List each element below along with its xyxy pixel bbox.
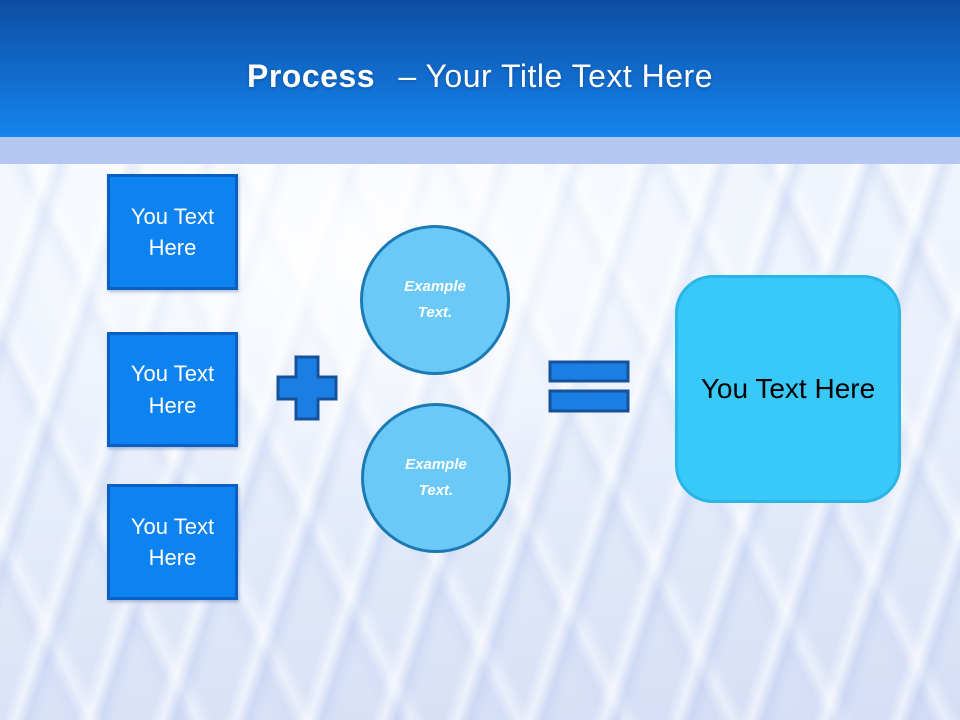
plus-icon <box>276 355 338 421</box>
slide-header: Process – Your Title Text Here <box>0 0 960 137</box>
page-title: Process – Your Title Text Here <box>247 42 713 95</box>
example-circle-2: Example Text. <box>361 403 511 553</box>
source-box-3: You Text Here <box>107 484 238 600</box>
result-box-label: You Text Here <box>700 373 876 404</box>
source-box-1-label: You Text Here <box>130 203 215 260</box>
source-box-1: You Text Here <box>107 174 238 290</box>
page-title-bold: Process <box>246 58 376 94</box>
page-title-regular: – Your Title Text Here <box>398 58 713 94</box>
header-divider-band <box>0 137 960 164</box>
example-circle-1-label: Example Text. <box>404 277 466 321</box>
result-box: You Text Here <box>675 275 901 503</box>
source-box-2: You Text Here <box>107 332 238 447</box>
source-box-2-label: You Text Here <box>130 361 215 418</box>
equals-icon <box>548 360 630 414</box>
example-circle-2-label: Example Text. <box>405 455 467 499</box>
source-box-3-label: You Text Here <box>130 513 215 570</box>
example-circle-1: Example Text. <box>360 225 510 375</box>
